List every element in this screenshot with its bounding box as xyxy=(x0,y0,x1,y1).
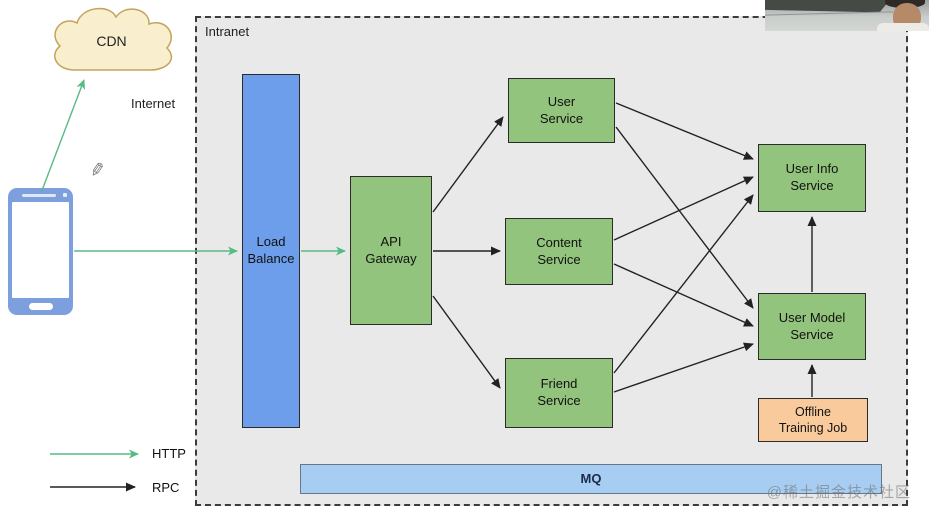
intranet-label: Intranet xyxy=(205,24,250,39)
user-service-node: User Service xyxy=(508,78,615,143)
mq-node: MQ xyxy=(300,464,882,494)
legend-rpc-label: RPC xyxy=(152,480,180,495)
load-balance-label: Load Balance xyxy=(247,234,295,266)
phone-titlebar-text xyxy=(22,193,56,197)
api-gateway-label: API Gateway xyxy=(365,233,417,266)
phone-close-icon xyxy=(63,193,67,197)
internet-label: Internet xyxy=(131,96,176,111)
cdn-label: CDN xyxy=(96,33,127,49)
webcam-person-shirt xyxy=(877,23,929,31)
offline-training-job-label: Offline Training Job xyxy=(778,404,848,435)
content-service-label: Content Service xyxy=(536,234,582,267)
mq-label: MQ xyxy=(580,470,602,486)
api-gateway-node: API Gateway xyxy=(350,176,432,325)
mobile-phone xyxy=(8,188,73,315)
phone-titlebar xyxy=(14,192,67,198)
user-info-service-label: User Info Service xyxy=(785,161,839,193)
user-model-service-node: User Model Service xyxy=(758,293,866,360)
phone-home-button xyxy=(28,303,53,310)
webcam-wall-seam xyxy=(765,11,893,16)
user-info-service-node: User Info Service xyxy=(758,144,866,212)
webcam-overlay xyxy=(765,0,929,31)
offline-training-job-node: Offline Training Job xyxy=(758,398,868,442)
phone-screen xyxy=(12,202,69,298)
pencil-icon: ✎ xyxy=(88,158,107,182)
user-service-label: User Service xyxy=(539,93,584,126)
user-model-service-label: User Model Service xyxy=(778,309,846,342)
content-service-node: Content Service xyxy=(505,218,613,285)
webcam-background xyxy=(765,0,890,13)
legend-http-label: HTTP xyxy=(152,446,186,461)
watermark: @稀土掘金技术社区 xyxy=(766,484,911,501)
friend-service-label: Friend Service xyxy=(537,376,581,408)
friend-service-node: Friend Service xyxy=(505,358,613,428)
load-balance-node: Load Balance xyxy=(242,74,300,428)
